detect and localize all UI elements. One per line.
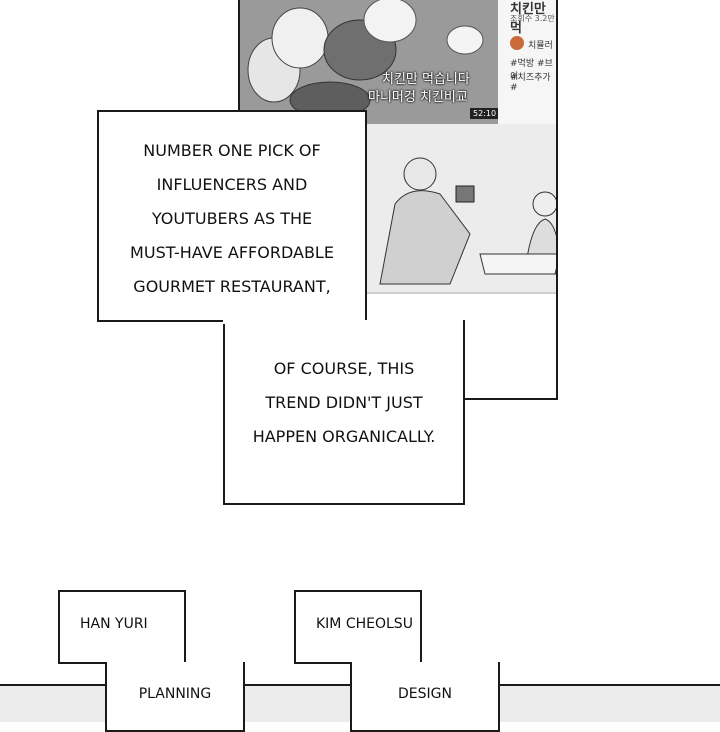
view-count: 조회수 3.2만 (510, 14, 555, 23)
video-caption-line2: 마니머겅 치킨비교 (368, 90, 468, 105)
channel-name[interactable]: 치뮬러 (528, 41, 553, 51)
credit-name-1: Han Yuri (58, 590, 186, 664)
box-join (223, 318, 365, 324)
comic-panel: 치킨만 먹습니다 마니머겅 치킨비교 52:10 치킨만 먹 조회수 3.2만 … (238, 0, 558, 400)
narration-1-line-1: Number one pick of (143, 141, 321, 160)
video-caption-line1: 치킨만 먹습니다 (382, 72, 470, 87)
narration-2-line-2: trend didn't just (265, 393, 423, 412)
narration-1-line-5: gourmet restaurant, (133, 277, 331, 296)
credit-role-2: Design (350, 662, 500, 732)
credit-name-2: Kim Cheolsu (294, 590, 422, 664)
floor-line (360, 292, 556, 294)
video-title[interactable]: 치킨만 먹 (510, 2, 546, 36)
video-tags-line2[interactable]: #치즈추가 # (510, 73, 551, 93)
filming-figures (379, 157, 556, 285)
video-thumbnail[interactable]: 치킨만 먹습니다 마니머겅 치킨비교 52:10 (240, 0, 500, 124)
video-tags-line1[interactable]: #먹방 #브이 (510, 59, 553, 82)
narration-1-line-2: influencers and (156, 175, 308, 194)
video-info: 치킨만 먹 조회수 3.2만 치뮬러 #먹방 #브이 #치즈추가 # (498, 0, 556, 124)
narration-box-2: Of course, this trend didn't just happen… (223, 320, 465, 505)
food-illustration (247, 0, 484, 119)
filming-scene-illustration (360, 124, 556, 292)
channel-avatar[interactable] (510, 36, 524, 50)
narration-box-1: Number one pick of influencers and YouTu… (97, 110, 367, 322)
credit-role-1: Planning (105, 662, 245, 732)
video-duration: 52:10 (470, 108, 500, 119)
narration-2-line-1: Of course, this (273, 359, 415, 378)
narration-1-line-4: must-have affordable (130, 243, 334, 262)
narration-1-line-3: YouTubers as the (151, 209, 313, 228)
narration-2-line-3: happen organically. (252, 427, 436, 446)
